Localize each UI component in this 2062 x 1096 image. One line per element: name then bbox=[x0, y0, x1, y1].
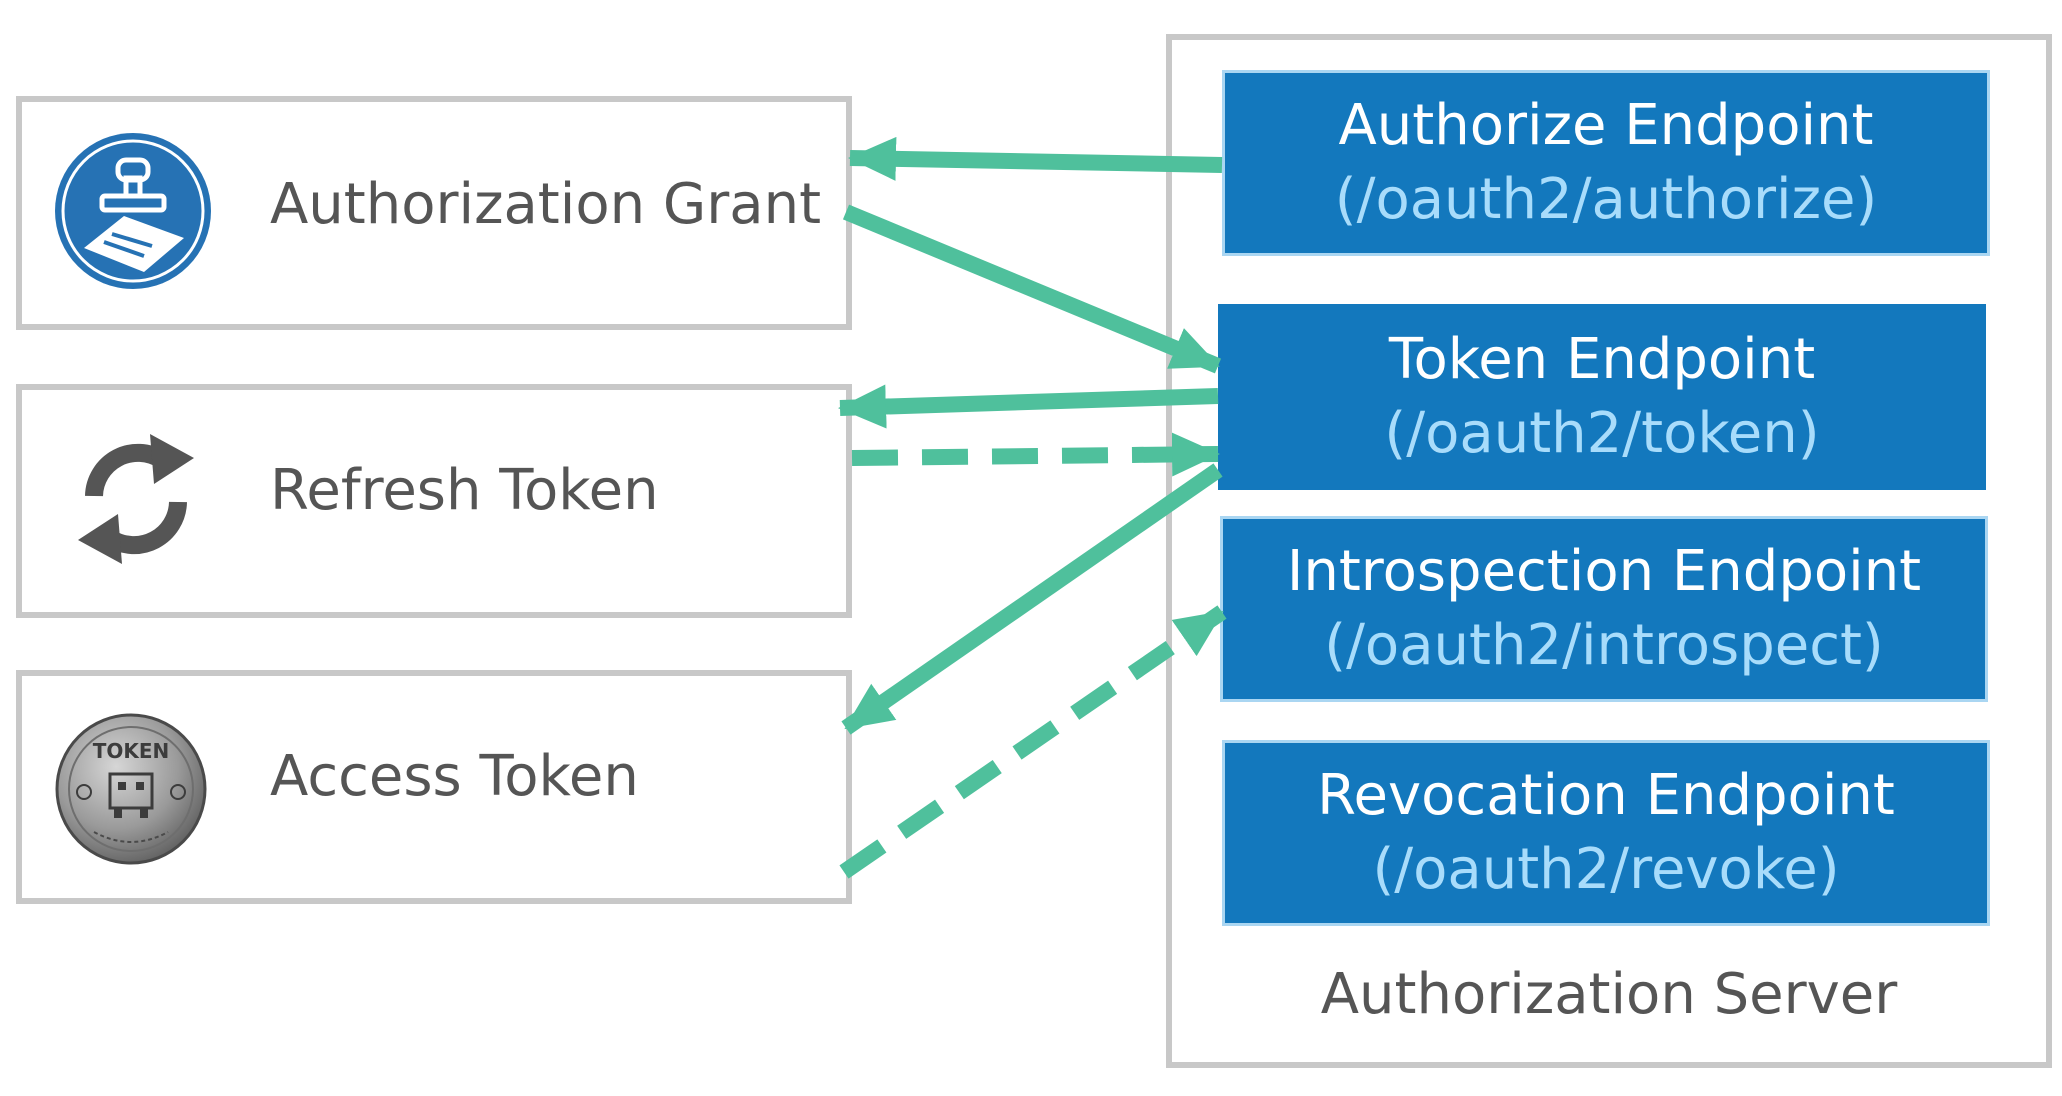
token-endpoint-box: Token Endpoint (/oauth2/token) bbox=[1218, 304, 1986, 490]
authorize-endpoint-path: (/oauth2/authorize) bbox=[1334, 167, 1878, 232]
arrow-access-to-introspection bbox=[839, 605, 1227, 879]
token-endpoint-name: Token Endpoint bbox=[1388, 327, 1816, 392]
authorize-endpoint-box: Authorize Endpoint (/oauth2/authorize) bbox=[1222, 70, 1990, 256]
stamp-icon bbox=[55, 133, 211, 289]
access-token-label: Access Token bbox=[270, 744, 639, 809]
arrow-grant-to-token bbox=[842, 204, 1222, 374]
revocation-endpoint-path: (/oauth2/revoke) bbox=[1372, 837, 1840, 902]
refresh-token-box bbox=[16, 384, 852, 618]
token-endpoint-path: (/oauth2/token) bbox=[1384, 401, 1820, 466]
refresh-icon bbox=[78, 434, 194, 564]
token-coin-icon: TOKEN bbox=[55, 713, 207, 865]
arrow-refresh-to-token bbox=[851, 432, 1220, 477]
refresh-token-label: Refresh Token bbox=[270, 458, 659, 523]
authorize-endpoint-name: Authorize Endpoint bbox=[1338, 93, 1874, 158]
introspection-endpoint-box: Introspection Endpoint (/oauth2/introspe… bbox=[1220, 516, 1988, 702]
authorization-grant-label: Authorization Grant bbox=[270, 172, 822, 237]
arrow-token-to-access bbox=[841, 463, 1223, 735]
coin-text: TOKEN bbox=[93, 739, 170, 763]
revocation-endpoint-name: Revocation Endpoint bbox=[1317, 763, 1895, 828]
arrow-token-to-refresh bbox=[838, 384, 1219, 429]
arrow-authorize-to-grant bbox=[848, 136, 1223, 181]
authorization-server-label: Authorization Server bbox=[1320, 962, 1898, 1027]
introspection-endpoint-name: Introspection Endpoint bbox=[1286, 539, 1922, 604]
revocation-endpoint-box: Revocation Endpoint (/oauth2/revoke) bbox=[1222, 740, 1990, 926]
introspection-endpoint-path: (/oauth2/introspect) bbox=[1324, 613, 1884, 678]
